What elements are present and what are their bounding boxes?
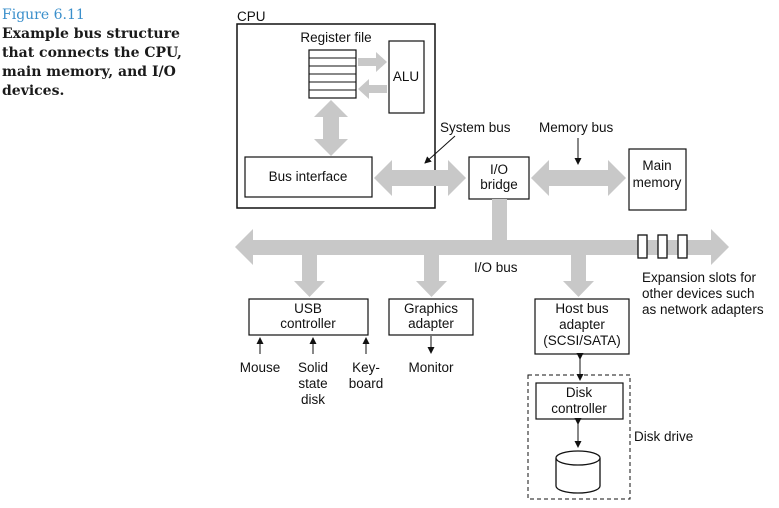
memory-bus — [531, 160, 626, 196]
io-bus-to-usb-arrow — [294, 255, 325, 297]
graphics-adapter-box — [388, 298, 474, 336]
main-memory-label-line1: Main — [642, 158, 671, 173]
expansion-slots-label-line3: as network adapters — [642, 302, 764, 317]
io-bus — [235, 229, 729, 265]
io-bridge-label-line2: bridge — [480, 177, 518, 192]
alu-to-register-arrow — [358, 79, 387, 99]
io-bus-to-graphics-arrow — [416, 255, 447, 297]
host-bus-adapter-label-line3: (SCSI/SATA) — [543, 333, 621, 348]
io-bridge-box — [468, 156, 530, 200]
io-bridge-connector — [492, 199, 507, 241]
cpu-box — [236, 23, 436, 209]
disk-icon — [555, 450, 601, 494]
keyboard-label-line1: Key- — [352, 360, 380, 375]
figure-number: Figure 6.11 — [2, 7, 85, 23]
usb-controller-label-line1: USB — [294, 301, 322, 316]
usb-controller-label-line2: controller — [280, 316, 336, 331]
disk-drive-label: Disk drive — [634, 429, 693, 444]
disk-controller-label-line2: controller — [551, 401, 607, 416]
memory-bus-label: Memory bus — [539, 120, 614, 135]
bus-interface-label: Bus interface — [269, 169, 348, 184]
host-bus-adapter-label-line1: Host bus — [555, 301, 609, 316]
host-bus-adapter-label-line2: adapter — [559, 317, 605, 332]
register-bus-interface-arrow — [314, 100, 348, 156]
usb-controller-box — [248, 298, 369, 336]
keyboard-label-line2: board — [349, 376, 384, 391]
main-memory-label-line2: memory — [633, 175, 682, 190]
monitor-label: Monitor — [408, 360, 454, 375]
alu-label: ALU — [393, 69, 419, 84]
register-to-alu-arrow — [358, 52, 387, 72]
cpu-label: CPU — [237, 9, 266, 24]
system-bus-pointer — [424, 135, 456, 164]
expansion-slots-label-line2: other devices such — [642, 286, 755, 301]
graphics-adapter-label-line2: adapter — [408, 316, 454, 331]
register-file-label: Register file — [300, 30, 371, 45]
ssd-label-line3: disk — [301, 392, 325, 407]
expansion-slots-label-line1: Expansion slots for — [642, 270, 757, 285]
disk-controller-box — [535, 382, 624, 420]
system-bus — [374, 160, 466, 196]
io-bridge-label-line1: I/O — [490, 162, 508, 177]
alu-box — [388, 40, 425, 114]
io-bus-to-host-bus-arrow — [563, 255, 594, 297]
system-bus-label: System bus — [440, 120, 511, 135]
register-file — [308, 49, 357, 99]
figure-caption-text: Example bus structure that connects the … — [2, 26, 182, 99]
main-memory-box — [628, 148, 687, 211]
figure-caption: Figure 6.11 Example bus structure that c… — [2, 6, 202, 101]
ssd-label-line2: state — [298, 376, 327, 391]
bus-interface-box — [244, 156, 373, 198]
io-bus-label: I/O bus — [474, 260, 518, 275]
mouse-label: Mouse — [240, 360, 281, 375]
expansion-slots — [637, 234, 688, 259]
disk-controller-label-line1: Disk — [566, 385, 592, 400]
graphics-adapter-label-line1: Graphics — [404, 301, 458, 316]
ssd-label-line1: Solid — [298, 360, 328, 375]
